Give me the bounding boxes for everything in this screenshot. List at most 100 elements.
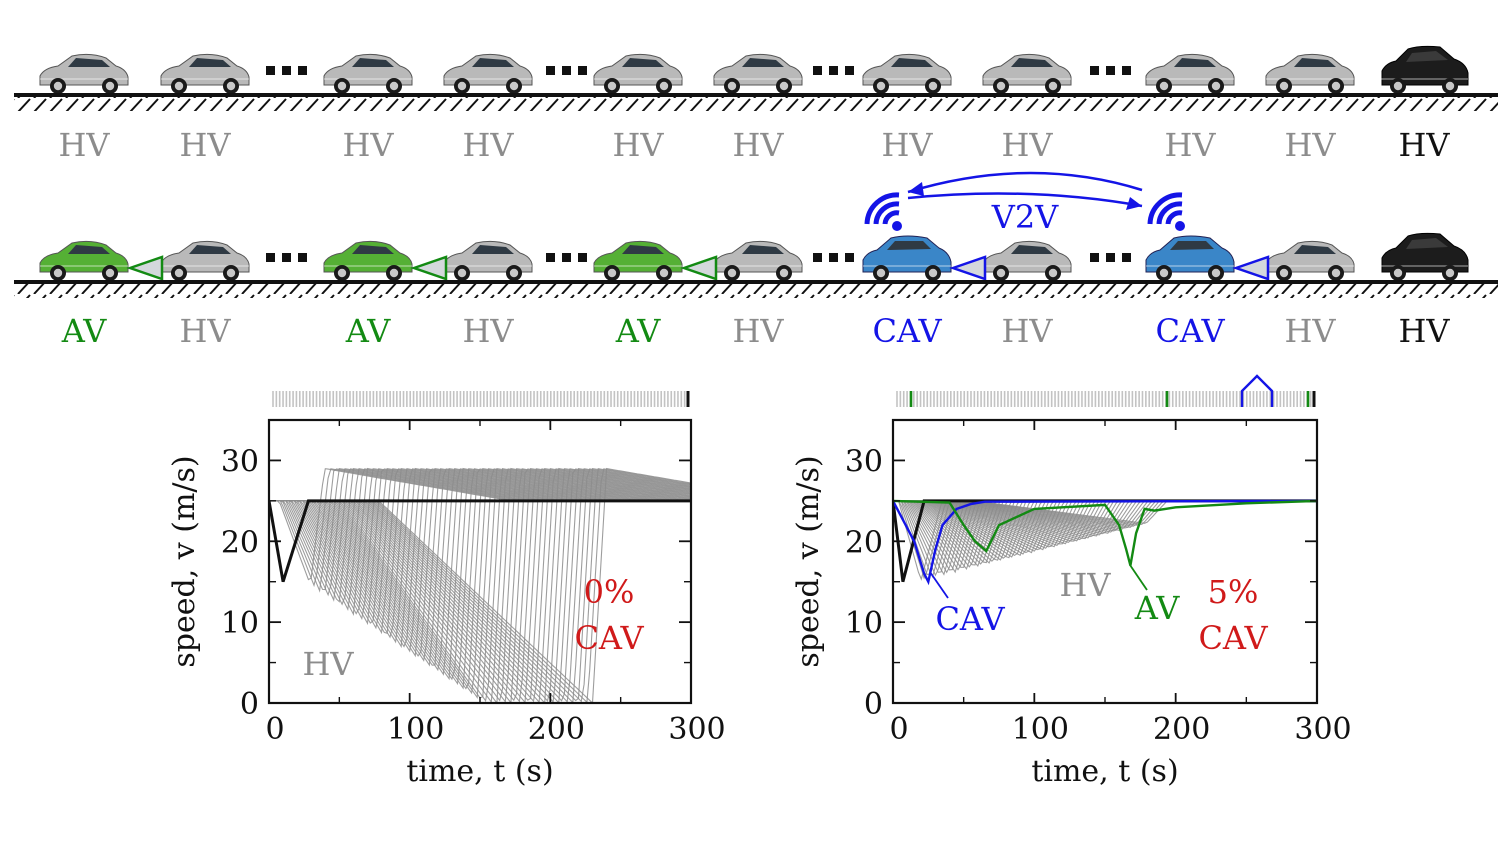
car-silver [1265,53,1355,94]
vehicle-label: HV [1398,126,1450,164]
hv-trajectory [269,468,691,690]
cav-callout-line [929,571,949,599]
y-tick-label: 30 [845,444,883,479]
vehicle-label: HV [462,312,514,350]
hv-trajectory [269,467,691,681]
y-axis-label: speed, v (m/s) [791,455,826,667]
vehicle-label: HV [1284,126,1336,164]
chart-right: 0 100 200 300 0 10 20 30 time, t (s) speed, v (m/… [791,374,1352,789]
x-axis-label: time, t (s) [1031,754,1178,789]
hv-series-label: HV [1059,566,1111,604]
vehicle-label: HV [58,126,110,164]
ellipsis-dots [546,253,587,262]
vehicle-label: CAV [1155,312,1225,350]
y-tick-label: 10 [221,606,259,641]
y-axis-label: speed, v (m/s) [167,455,202,667]
hv-trajectory [269,467,691,690]
y-tick-label: 10 [845,606,883,641]
car-black [1380,232,1469,281]
y-tick-label: 0 [864,687,883,722]
hv-trajectory [269,468,691,681]
car-silver [713,53,803,94]
vehicle-label: HV [732,312,784,350]
vehicle-label: HV [732,126,784,164]
ellipsis-dots [1090,253,1131,262]
vehicle-label: HV [1001,312,1053,350]
platoon-cav-link [1240,374,1274,407]
vehicle-label: AV [61,312,108,350]
vehicle-label: HV [1001,126,1053,164]
y-tick-label: 30 [221,444,259,479]
vehicle-label: AV [345,312,392,350]
car-silver [443,53,533,94]
av-callout-line [1129,564,1148,591]
car-silver [862,53,952,94]
y-tick-label: 0 [240,687,259,722]
car-silver [593,53,683,94]
vehicle-label: HV [1284,312,1336,350]
hv-trajectory [269,468,691,695]
vehicle-label: CAV [872,312,942,350]
vehicle-label: HV [179,126,231,164]
vehicle-label: HV [462,126,514,164]
vehicle-label: HV [881,126,933,164]
car-green [593,240,683,281]
x-tick-label: 0 [889,712,908,747]
series-av [893,499,1317,566]
vehicle-label: AV [615,312,662,350]
vehicle-label: HV [1164,126,1216,164]
y-tick-label: 20 [845,525,883,560]
v2v-label: V2V [991,198,1059,236]
ellipsis-dots [1090,66,1131,75]
hv-trajectory [269,468,691,672]
car-silver [323,53,413,94]
ellipsis-dots [813,253,854,262]
car-silver [160,240,250,281]
penetration-annotation: 5% [1208,573,1259,611]
road-top [14,93,1498,97]
x-tick-label: 100 [387,712,444,747]
car-green [323,240,413,281]
penetration-annotation: CAV [574,619,644,657]
ellipsis-dots [266,66,307,75]
av-series-label: AV [1134,589,1181,627]
car-blue [862,235,952,281]
car-silver [39,53,129,94]
car-silver [982,240,1072,281]
sensor-cone-icon [126,255,164,281]
ellipsis-dots [266,253,307,262]
hv-trajectory [269,468,691,676]
penetration-annotation: CAV [1198,619,1268,657]
wifi-icon [864,192,902,231]
road-bottom [14,280,1498,284]
hv-trajectory [269,467,691,666]
series-cav [893,499,1317,586]
vehicle-label: HV [179,312,231,350]
sensor-cone-icon [1232,255,1270,281]
car-black [1380,45,1469,94]
x-tick-label: 200 [1153,712,1210,747]
x-tick-label: 300 [1294,712,1351,747]
ellipsis-dots [546,66,587,75]
platoon-strip-right [896,374,1316,407]
road-hatch-top [14,97,1498,111]
car-silver [713,240,803,281]
x-tick-label: 200 [528,712,585,747]
vehicle-label: HV [342,126,394,164]
platoon-strip-left [272,391,690,407]
vehicle-label: HV [1398,312,1450,350]
car-green [39,240,129,281]
car-silver [1145,53,1235,94]
x-tick-label: 100 [1012,712,1069,747]
x-tick-label: 0 [265,712,284,747]
cav-series-label: CAV [935,600,1005,638]
car-blue [1145,235,1235,281]
series-hv [269,467,691,703]
x-axis-label: time, t (s) [406,754,553,789]
x-tick-label: 300 [668,712,725,747]
road-hatch-bottom [14,284,1498,298]
ellipsis-dots [813,66,854,75]
